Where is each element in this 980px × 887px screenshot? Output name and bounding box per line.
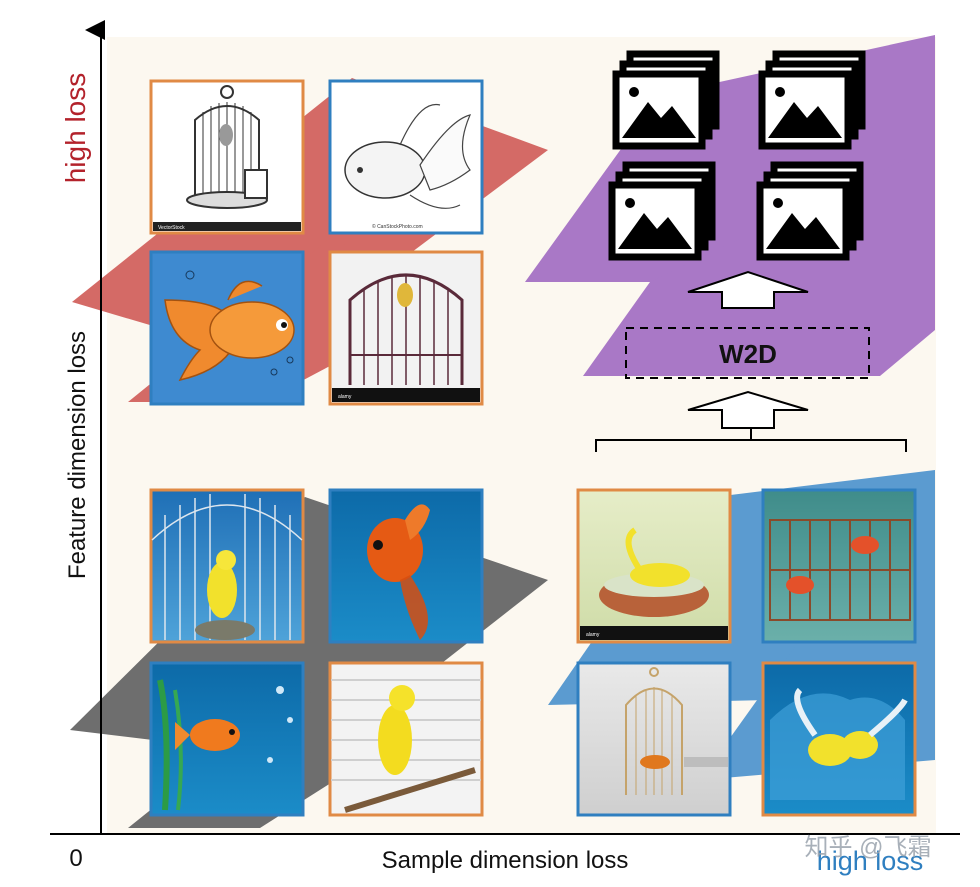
w2d-box <box>625 327 870 379</box>
image-tile-canaries-splashing-photo <box>761 661 917 817</box>
image-tile-bird-cage-sketch: VectorStock <box>149 79 305 235</box>
image-tile-cage-with-bird-photo: alamy <box>328 250 484 406</box>
alamy-caption-1: alamy <box>338 394 352 400</box>
image-tile-goldfish-sketch: © CanStockPhoto.com <box>328 79 484 235</box>
image-tile-canary-bathing-photo: alamy <box>576 488 732 644</box>
y-axis-label: Feature dimension loss <box>64 331 91 579</box>
image-tile-goldfish-photo <box>328 488 484 644</box>
up-arrow-lower <box>687 390 809 429</box>
image-tile-canary-on-perch-photo <box>328 661 484 817</box>
image-stack-icon <box>762 54 862 146</box>
image-tile-fish-in-cage-photo <box>761 488 917 644</box>
vectorstock-caption: VectorStock <box>158 225 185 231</box>
x-high-loss-label: high loss <box>817 846 924 876</box>
canstock-caption: © CanStockPhoto.com <box>372 223 423 230</box>
image-tile-goldfish-in-cage-photo <box>576 661 732 817</box>
image-stack-icon <box>612 165 712 257</box>
image-stack-icon <box>616 54 716 146</box>
up-arrow-upper <box>687 270 809 309</box>
x-axis-label: Sample dimension loss <box>382 847 629 874</box>
image-tile-goldfish-drawing <box>149 250 305 406</box>
origin-label: 0 <box>69 845 82 872</box>
w2d-label: W2D <box>719 339 777 369</box>
image-tile-canary-in-cage-photo <box>149 488 305 644</box>
image-stack-icon <box>760 165 860 257</box>
watermark: 知乎 @飞霜 <box>804 834 931 861</box>
image-tile-goldfish-in-water-photo <box>149 661 305 817</box>
y-high-loss-label: high loss <box>60 73 91 184</box>
grouping-bracket <box>595 428 907 452</box>
alamy-caption-2: alamy <box>586 632 600 638</box>
